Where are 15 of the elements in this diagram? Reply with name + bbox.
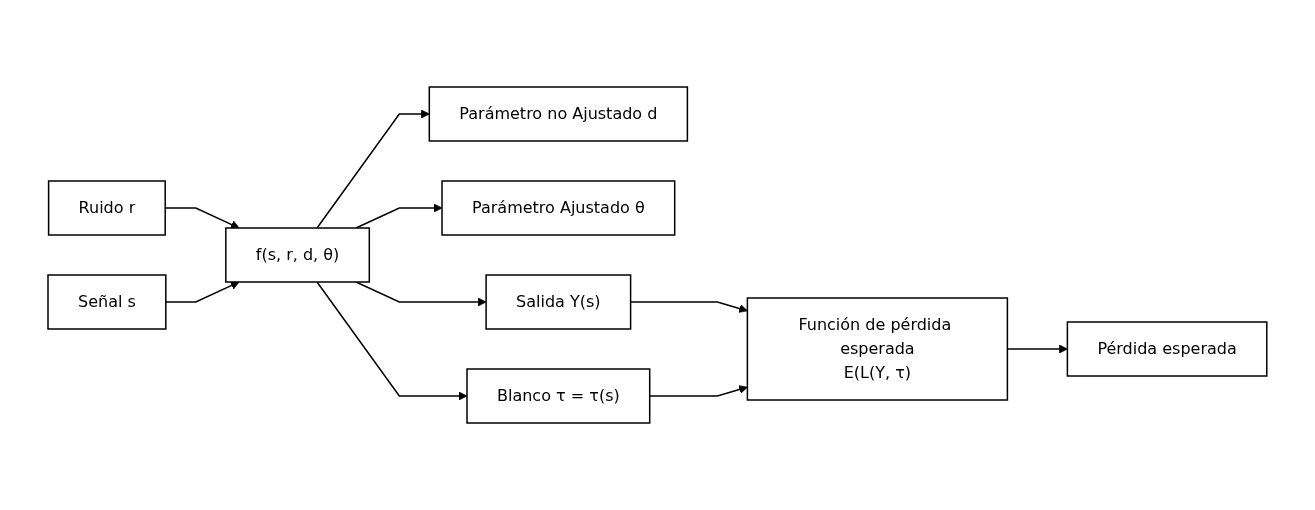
node-box: f(s, r, d, θ) xyxy=(225,227,371,283)
node-box: Salida Y(s) xyxy=(485,274,632,330)
arrow xyxy=(355,203,443,229)
node-box: Ruido r xyxy=(47,180,167,236)
node-box: Blanco τ = τ(s) xyxy=(466,368,651,424)
arrow xyxy=(316,281,468,401)
node-box: Pérdida esperada xyxy=(1066,321,1268,377)
node-box: Parámetro Ajustado θ xyxy=(441,180,676,236)
node-box: Señal s xyxy=(47,274,167,330)
node-box: Función de pérdida esperada E(L(Y, τ) xyxy=(746,297,1009,401)
arrow xyxy=(355,281,487,307)
arrow xyxy=(316,109,430,229)
arrow xyxy=(649,385,748,397)
node-box: Parámetro no Ajustado d xyxy=(428,86,689,142)
arrow xyxy=(165,281,240,303)
